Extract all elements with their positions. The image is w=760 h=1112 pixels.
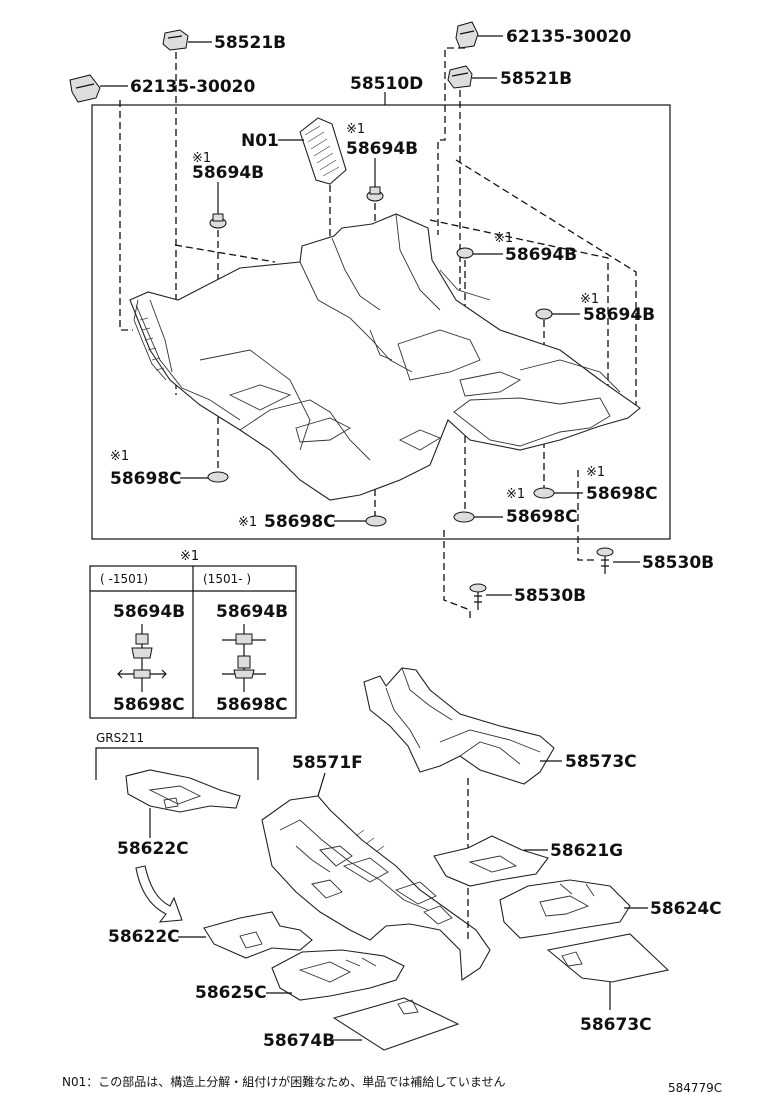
callout-58624c: 58624C: [650, 899, 722, 919]
callout-58573c: 58573C: [565, 752, 637, 772]
drawing-number: 584779C: [668, 1081, 722, 1095]
callout-58622c-1: 58622C: [117, 839, 189, 859]
pushpin-58530b-2: [469, 583, 487, 610]
ref-mark-7: ※1: [506, 487, 525, 502]
callout-58622c-2: 58622C: [108, 927, 180, 947]
callout-58694b-2: 58694B: [346, 139, 418, 159]
ref-mark-8: ※1: [586, 465, 605, 480]
callout-58698c-1: 58698C: [110, 469, 182, 489]
part-58673c: [546, 933, 670, 983]
legend-col2-hardware: [222, 624, 266, 692]
ref-mark-2: ※1: [346, 122, 365, 137]
ref-mark-5: ※1: [110, 449, 129, 464]
part-58622c-top: [125, 769, 241, 813]
n01-pad: [299, 117, 347, 185]
ref-mark-3: ※1: [494, 231, 513, 246]
dash-62135-left: [119, 100, 133, 331]
legend-col2-bottom: 58698C: [216, 695, 288, 715]
pushpin-58530b-1: [596, 547, 614, 574]
grommet-58694b-2: [366, 186, 384, 202]
legend-col2-top: 58694B: [216, 602, 288, 622]
part-58622c-bottom: [203, 911, 313, 959]
callout-58694b-4: 58694B: [583, 305, 655, 325]
callout-58698c-3: 58698C: [506, 507, 578, 527]
fastener-58698c-4: [533, 487, 555, 499]
dash-box-left: [174, 244, 276, 263]
callout-58521b-right: 58521B: [500, 69, 572, 89]
dash-58530b-1: [577, 470, 596, 561]
leader-58571f: [317, 772, 326, 797]
footnote: N01：この部品は、構造上分解・組付けが困難なため、単品では補給していません: [62, 1074, 506, 1089]
callout-58621g: 58621G: [550, 841, 623, 861]
callout-62135-right: 62135-30020: [506, 27, 632, 47]
legend-col1-bottom: 58698C: [113, 695, 185, 715]
callout-58510d: 58510D: [350, 74, 423, 94]
ref-mark-1: ※1: [192, 151, 211, 166]
grommet-58694b-4: [535, 308, 553, 320]
assembly-frame: [91, 104, 671, 540]
callout-58625c: 58625C: [195, 983, 267, 1003]
dash-62135-right: [437, 47, 465, 235]
part-58573c: [363, 667, 555, 785]
callout-58571f: 58571F: [292, 753, 363, 773]
dash-box-mid: [429, 219, 609, 392]
carpet-assembly-58510d: [129, 213, 641, 501]
legend-ref-mark: ※1: [180, 549, 199, 564]
callout-58521b-top: 58521B: [214, 33, 286, 53]
dash-58530b-2: [443, 530, 471, 622]
dash-box-top: [455, 159, 637, 410]
callout-62135-left: 62135-30020: [130, 77, 256, 97]
legend-col1-top: 58694B: [113, 602, 185, 622]
clip-58521b-top: [162, 29, 189, 51]
callout-n01: N01: [241, 131, 279, 151]
fastener-58698c-2: [365, 515, 387, 527]
clip-62135-right: [455, 21, 479, 49]
callout-58698c-4: 58698C: [586, 484, 658, 504]
arrow-icon: [135, 865, 183, 923]
part-58674b: [332, 997, 460, 1051]
callout-58694b-3: 58694B: [505, 245, 577, 265]
group-bracket: [95, 747, 259, 780]
callout-58698c-2: 58698C: [264, 512, 336, 532]
callout-58530b-1: 58530B: [642, 553, 714, 573]
legend-col2-range: (1501- ): [203, 572, 251, 586]
ref-mark-6: ※1: [238, 515, 257, 530]
clip-62135-left: [69, 74, 101, 103]
part-58624c: [499, 879, 631, 939]
legend-col1-range: ( -1501): [100, 572, 148, 586]
grommet-58694b-3: [456, 247, 474, 259]
callout-58674b: 58674B: [263, 1031, 335, 1051]
callout-58673c: 58673C: [580, 1015, 652, 1035]
group-label: GRS211: [96, 731, 144, 745]
part-58621g: [433, 835, 549, 887]
grommet-58694b-1: [209, 213, 227, 229]
legend-col1-hardware: [117, 624, 167, 692]
part-58571f: [261, 795, 491, 981]
clip-58521b-right: [447, 65, 473, 89]
ref-mark-4: ※1: [580, 292, 599, 307]
part-58625c: [271, 949, 405, 1001]
callout-58694b-1: 58694B: [192, 163, 264, 183]
fastener-58698c-3: [453, 511, 475, 523]
callout-58530b-2: 58530B: [514, 586, 586, 606]
fastener-58698c-1: [207, 471, 229, 483]
